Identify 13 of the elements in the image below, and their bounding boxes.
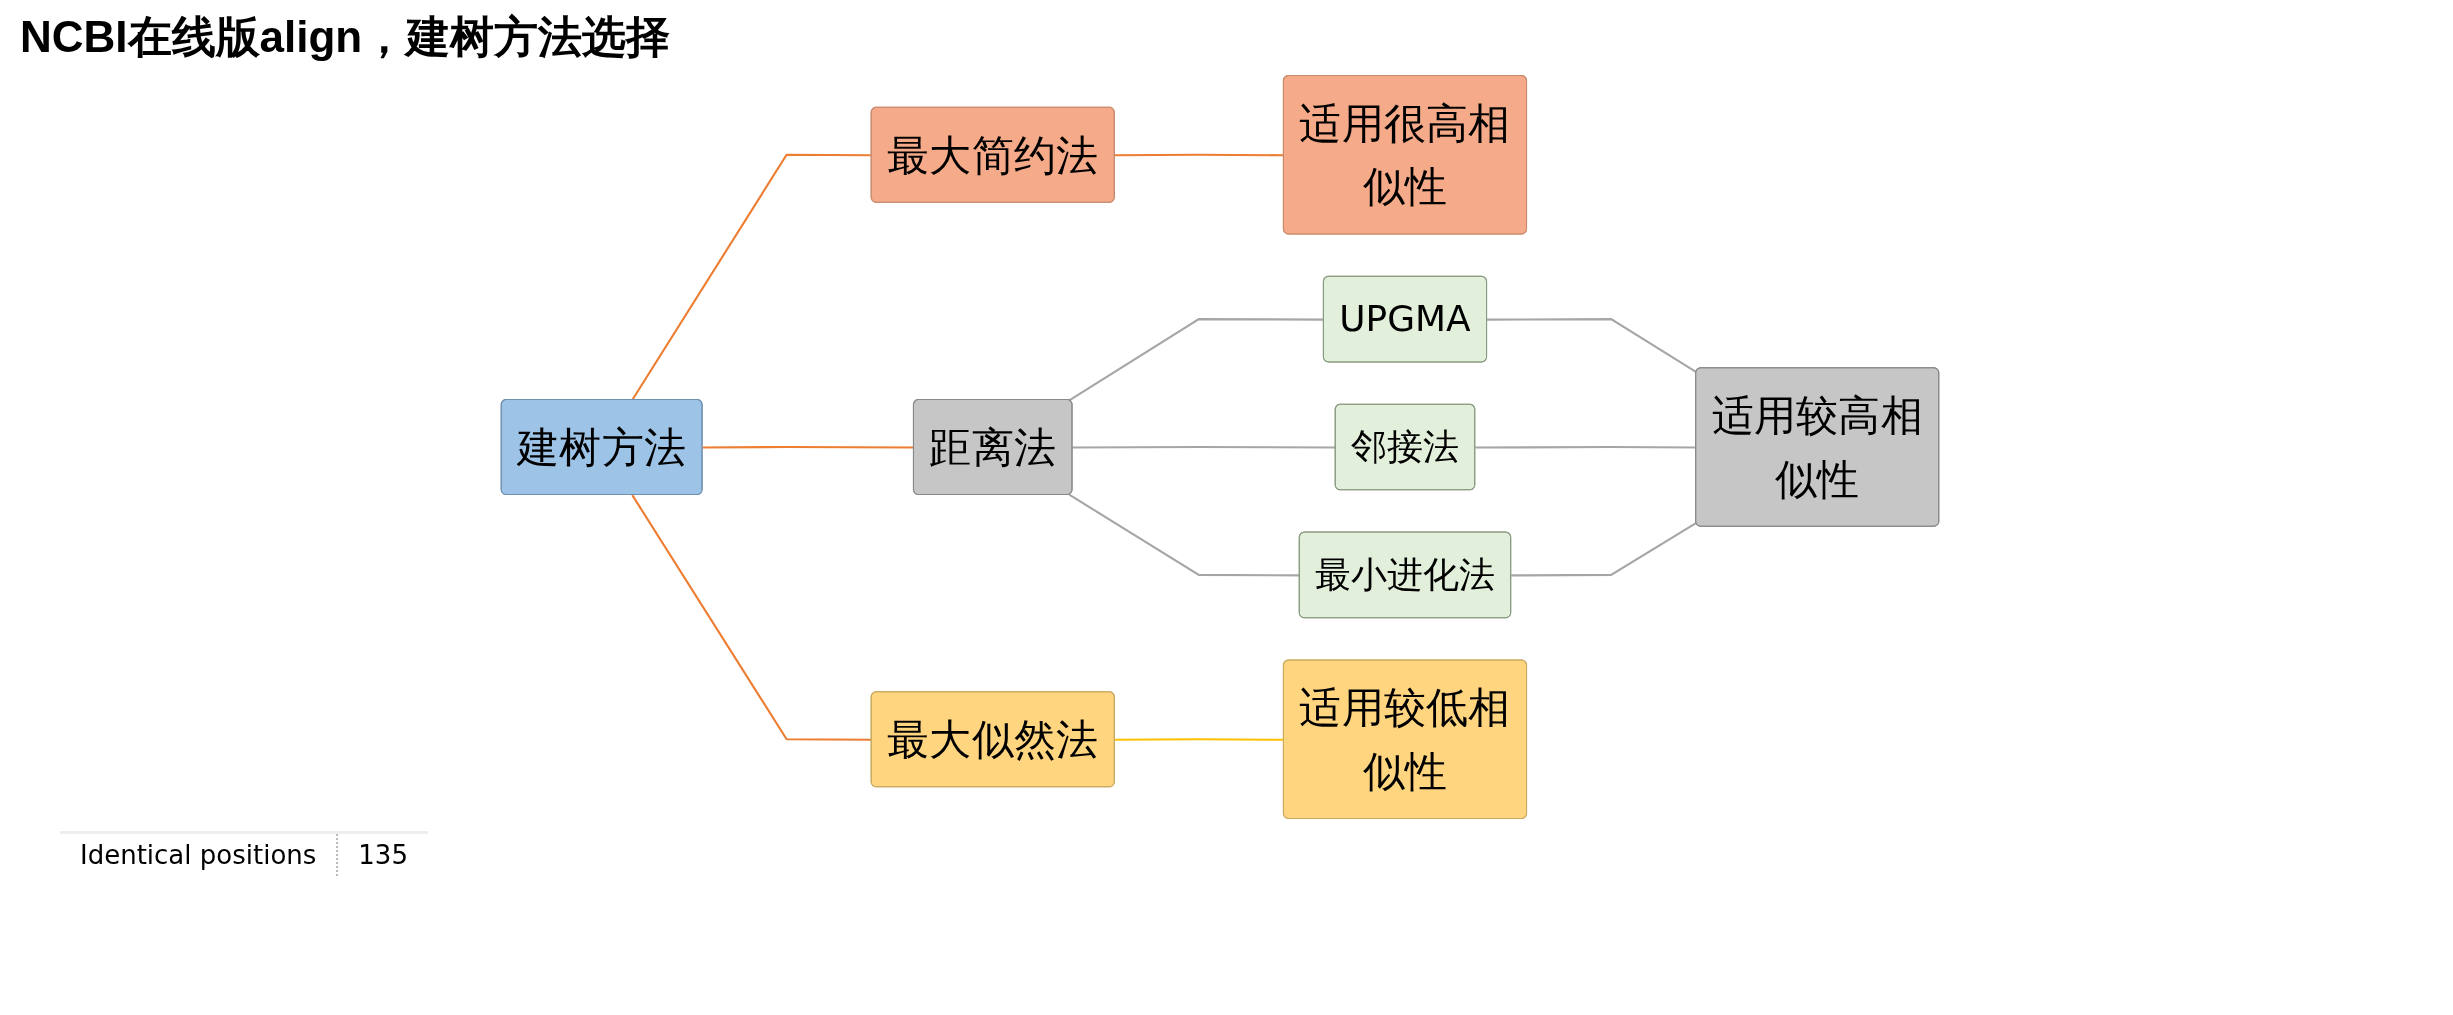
connector [1072,445,1336,449]
connector [631,494,872,741]
table-header-cell: Identical positions [60,832,338,876]
table-value-cell: 135 [337,832,428,876]
connector [1068,493,1300,577]
connector [1511,521,1697,577]
connector [1487,318,1697,374]
connector [702,445,914,449]
connector [631,153,872,401]
connector [1114,738,1284,741]
diagram-title: NCBI在线版align，建树方法选择 [20,11,672,63]
connector [1068,318,1324,402]
connector [1114,153,1284,157]
